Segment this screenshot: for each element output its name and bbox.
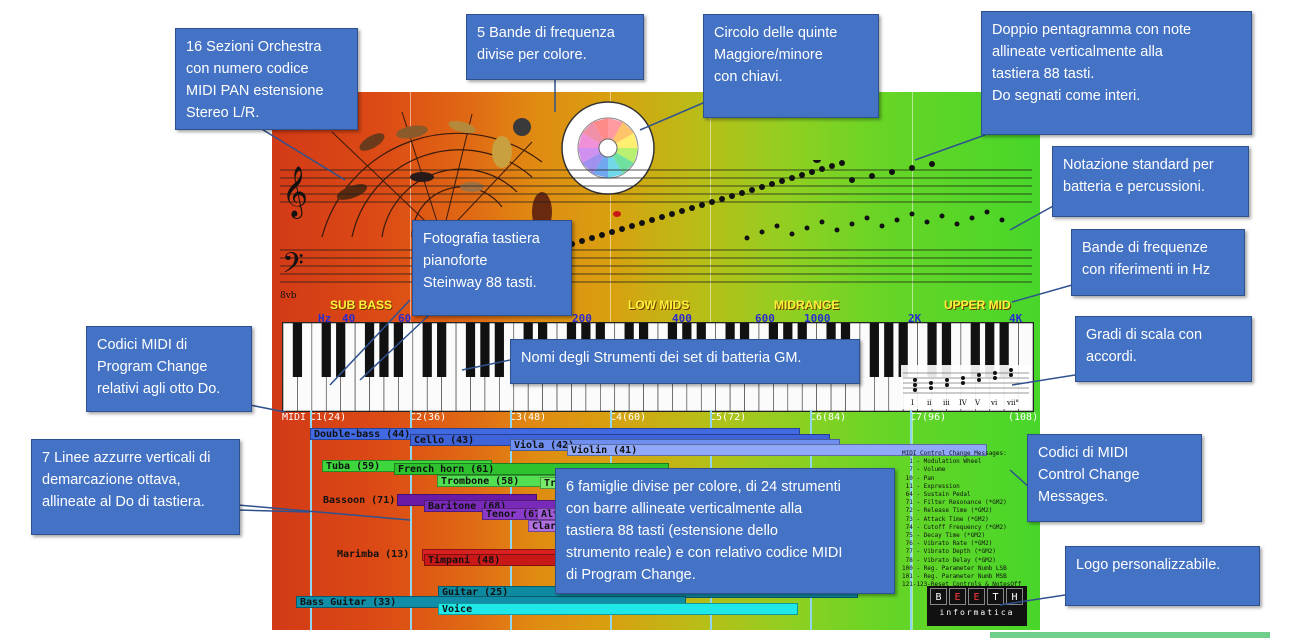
svg-text:𝄞: 𝄞 [282,166,308,219]
black-key [898,323,908,377]
c-label: C2(36) [410,412,447,423]
hz-label: Hz [318,312,332,325]
midi-label: MIDI [282,412,307,423]
octave-line [310,410,312,630]
black-key [480,323,490,377]
logo-letter: E [968,588,985,605]
band-label-midrange: MIDRANGE [774,298,840,312]
callout-circle-fifths: Circolo delle quinte Maggiore/minore con… [703,14,879,118]
scale-degree: I [911,399,914,407]
beeth-logo: B E E T H informatica [927,586,1027,626]
octave-line [910,410,912,630]
black-key [364,323,375,377]
hz-label: 400 [672,312,692,325]
callout-orchestra-sections: 16 Sezioni Orchestra con numero codice M… [175,28,358,130]
c-label: C3(48) [510,412,547,423]
instrument-bar: Violin (41) [567,444,987,456]
midi-cc-list: MIDI Control Change Messages: 1 - Modula… [902,450,1022,589]
black-key [437,323,447,377]
callout-midi-pc-codes: Codici MIDI di Program Change relativi a… [86,326,252,412]
octave-line [410,410,412,630]
black-key [941,323,952,377]
scale-degree: iii [943,399,950,407]
circle-of-fifths [561,101,655,195]
hz-label: 60 [398,312,412,325]
logo-letter: H [1006,588,1023,605]
black-key [927,323,937,377]
scale-degree: vii° [1006,399,1019,407]
c-label: C7(96) [910,412,947,423]
black-key [465,323,476,377]
callout-midi-cc-codes: Codici di MIDI Control Change Messages. [1027,434,1202,522]
c-label: C4(60) [610,412,647,423]
scale-degree: V [974,399,981,407]
hz-label: 4K [1009,312,1023,325]
hz-label: 600 [755,312,775,325]
logo-letter: T [987,588,1004,605]
hz-label: 40 [342,312,356,325]
hz-label: 200 [572,312,592,325]
c-label: (108) [1008,412,1039,423]
instrument-bar: Voice [438,603,798,615]
c-label: C6(84) [810,412,847,423]
black-key [985,323,995,377]
scale-degree: IV [959,399,968,407]
callout-logo: Logo personalizzabile. [1065,546,1260,606]
svg-text:𝄢: 𝄢 [282,247,304,287]
c-label: C5(72) [710,412,747,423]
callout-drum-notation: Notazione standard per batteria e percus… [1052,146,1249,217]
scale-degree: ii [927,399,932,407]
instrument-bar: Timpani (48) [424,554,574,566]
black-key [321,323,331,377]
black-key [292,323,303,377]
black-key [422,323,432,377]
logo-subtitle: informatica [939,608,1015,617]
callout-families: 6 famiglie divise per colore, di 24 stru… [555,468,895,594]
band-label-upper-mid: UPPER MID [944,298,1011,312]
black-key [970,323,980,377]
black-key [393,323,403,377]
callout-gm-drum-names: Nomi degli Strumenti dei set di batteria… [510,339,860,384]
band-label-low-mids: LOW MIDS [628,298,690,312]
band-label-sub-bass: SUB BASS [330,298,393,312]
callout-freq-bands-hz: Bande di frequenze con riferimenti in Hz [1071,229,1245,296]
hz-label: 1000 [804,312,831,325]
grand-staff: 𝄞 𝄢 8va 8va 8vb [280,160,1032,300]
callout-piano-photo: Fotografia tastiera pianoforte Steinway … [412,220,572,316]
instrument-bar: Marimba (13) [337,549,410,560]
scale-degree-chords: I ii iii IV V vi vii° [901,365,1031,409]
black-key [379,323,389,377]
logo-letter: E [949,588,966,605]
callout-grand-staff: Doppio pentagramma con note allineate ve… [981,11,1252,135]
bottom-strip [990,632,1270,638]
callout-scale-degrees: Gradi di scala con accordi. [1075,316,1252,382]
callout-freq-bands-color: 5 Bande di frequenza divise per colore. [466,14,644,80]
black-key [869,323,879,377]
black-key [999,323,1009,377]
callout-octave-lines: 7 Linee azzurre verticali di demarcazion… [31,439,240,535]
c-label: C1(24) [310,412,347,423]
scale-degree: vi [990,399,998,407]
instrument-bar: Bassoon (71) [323,495,396,506]
octave-mark: 8vb [280,291,297,300]
black-key [884,323,894,377]
logo-letter: B [930,588,947,605]
black-key [494,323,504,377]
black-key [336,323,346,377]
octave-line [510,410,512,630]
hz-label: 2K [908,312,922,325]
